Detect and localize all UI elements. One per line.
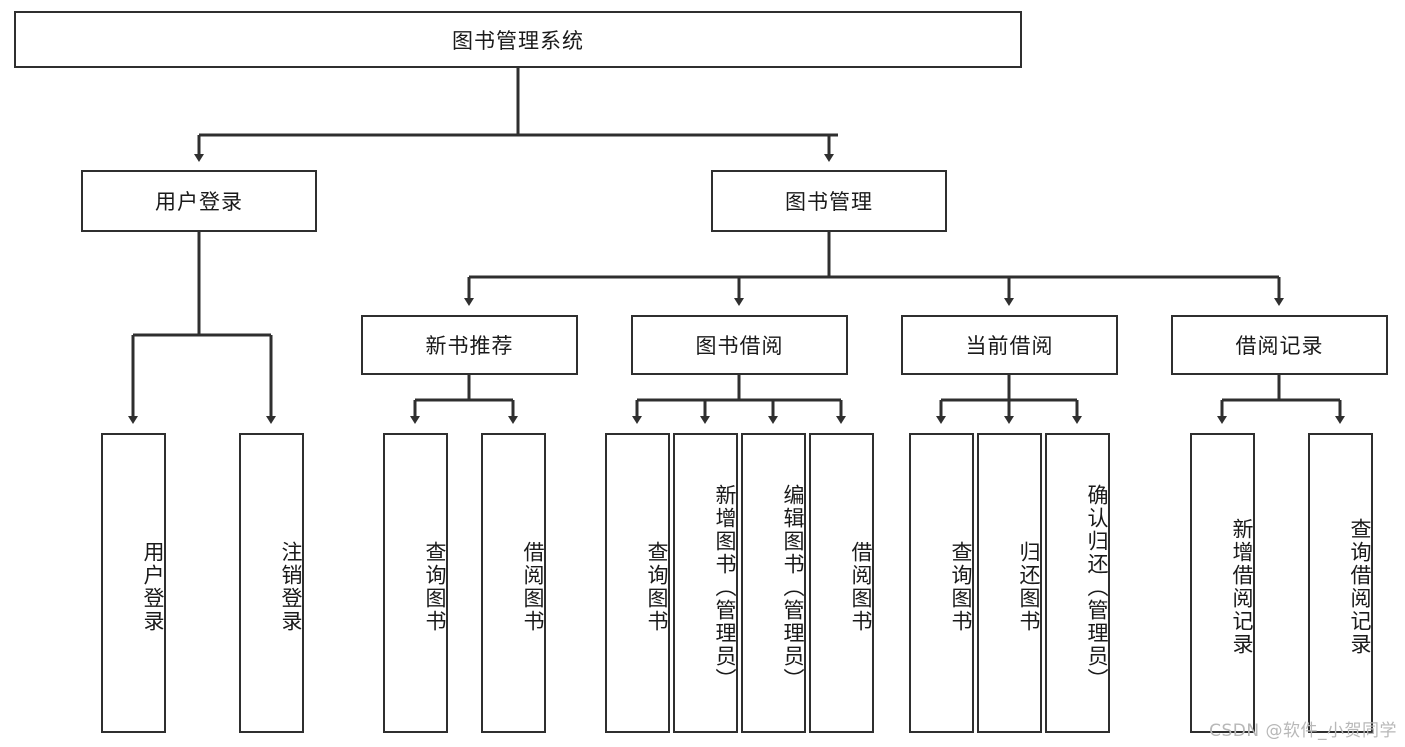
node-label: 用户登录 (155, 190, 243, 214)
node-label: 归还图书 (1017, 541, 1041, 633)
leaf-borrow-book-recommend[interactable]: 借阅图书 (481, 433, 546, 733)
leaf-borrow-book[interactable]: 借阅图书 (809, 433, 874, 733)
leaf-query-book-current[interactable]: 查询图书 (909, 433, 974, 733)
node-new-book-recommend[interactable]: 新书推荐 (361, 315, 578, 375)
node-label: 新增图书（管理员） (713, 483, 737, 691)
node-label: 查询图书 (423, 541, 447, 633)
node-label: 借阅记录 (1235, 334, 1324, 358)
leaf-user-login[interactable]: 用户登录 (101, 433, 166, 733)
node-label: 图书管理系统 (452, 28, 584, 53)
node-label: 借阅图书 (521, 541, 545, 633)
node-label: 查询图书 (949, 541, 973, 633)
node-label: 新书推荐 (425, 334, 514, 358)
node-current-borrow[interactable]: 当前借阅 (901, 315, 1118, 375)
leaf-add-book-admin[interactable]: 新增图书（管理员） (673, 433, 738, 733)
leaf-user-logout[interactable]: 注销登录 (239, 433, 304, 733)
leaf-return-book[interactable]: 归还图书 (977, 433, 1042, 733)
leaf-edit-book-admin[interactable]: 编辑图书（管理员） (741, 433, 806, 733)
leaf-query-book-recommend[interactable]: 查询图书 (383, 433, 448, 733)
node-label: 编辑图书（管理员） (781, 483, 805, 691)
node-label: 新增借阅记录 (1230, 518, 1254, 656)
node-label: 注销登录 (279, 541, 303, 633)
leaf-query-borrow-record[interactable]: 查询借阅记录 (1308, 433, 1373, 733)
node-book-borrow[interactable]: 图书借阅 (631, 315, 848, 375)
node-label: 当前借阅 (965, 334, 1054, 358)
node-label: 确认归还（管理员） (1085, 483, 1109, 691)
node-borrow-record[interactable]: 借阅记录 (1171, 315, 1388, 375)
leaf-query-book-borrow[interactable]: 查询图书 (605, 433, 670, 733)
leaf-add-borrow-record[interactable]: 新增借阅记录 (1190, 433, 1255, 733)
watermark-text: CSDN @软件_小贺同学 (1209, 721, 1397, 741)
node-user-login[interactable]: 用户登录 (81, 170, 317, 232)
node-label: 用户登录 (141, 541, 165, 633)
node-book-management[interactable]: 图书管理 (711, 170, 947, 232)
node-label: 图书借阅 (695, 334, 784, 358)
leaf-confirm-return-admin[interactable]: 确认归还（管理员） (1045, 433, 1110, 733)
node-label: 查询借阅记录 (1348, 518, 1372, 656)
node-root-system[interactable]: 图书管理系统 (14, 11, 1022, 68)
node-label: 查询图书 (645, 541, 669, 633)
node-label: 图书管理 (785, 190, 873, 214)
node-label: 借阅图书 (849, 541, 873, 633)
